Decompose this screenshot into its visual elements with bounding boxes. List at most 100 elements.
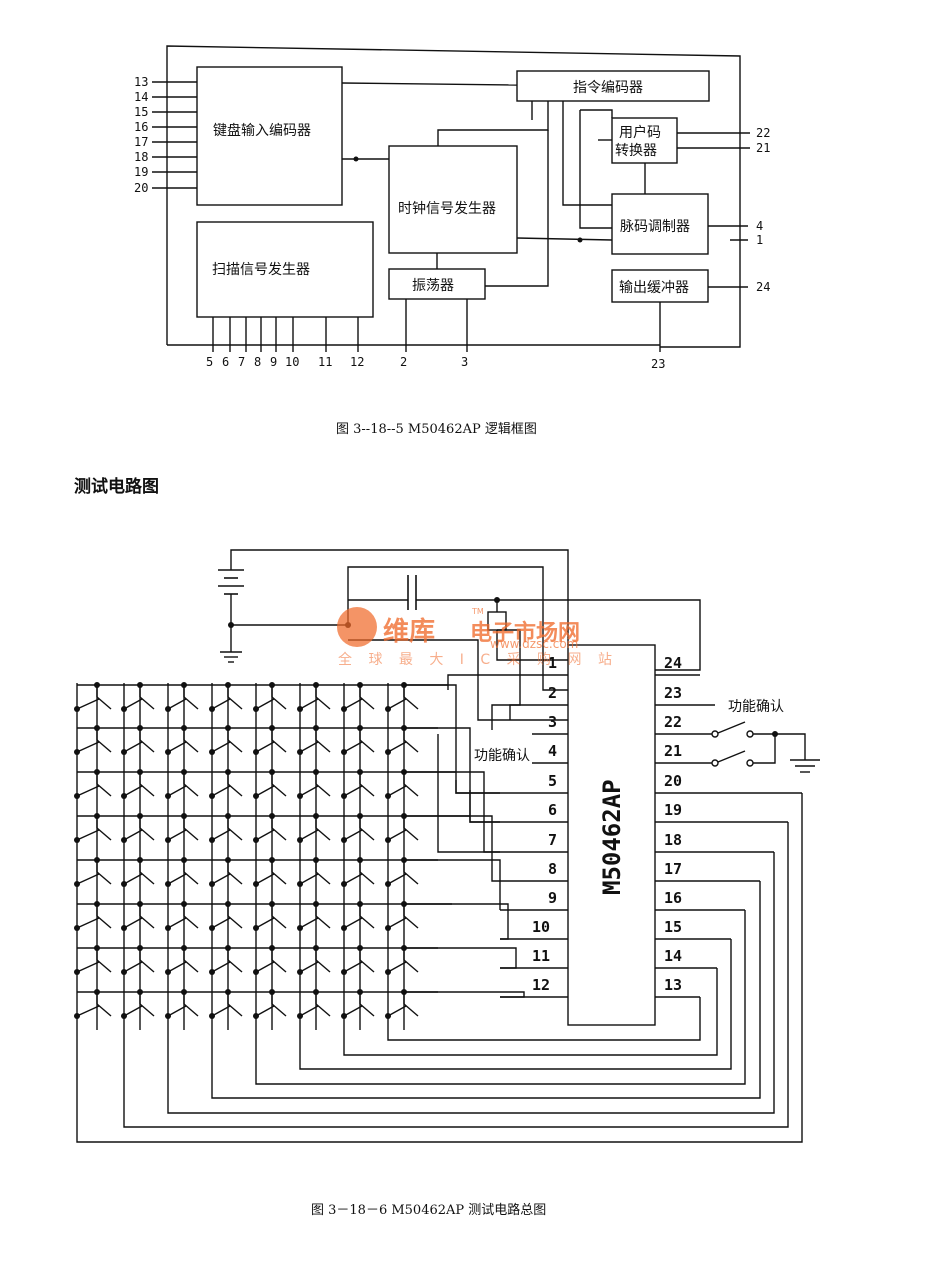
key-switch	[315, 696, 331, 710]
keyboard-encoder-block: 键盘输入编码器	[196, 66, 343, 206]
instruction-encoder-block: 指令编码器	[516, 70, 710, 102]
switch-contact	[123, 917, 143, 929]
switch-contact	[299, 829, 319, 841]
row-route	[438, 727, 500, 823]
switch-contact	[167, 961, 187, 973]
right-pin-21: 21	[756, 141, 770, 155]
key-switch	[315, 871, 331, 885]
chip-pin-24: 24	[664, 654, 682, 672]
chip-left-pin-labels: 1 2 3 4 5 6 7 8 9 10 11 12	[532, 654, 557, 994]
kb-pin-14: 14	[134, 90, 148, 104]
switch-contact	[167, 698, 187, 710]
switch-contact	[76, 917, 100, 929]
chip-pin-21: 21	[664, 742, 682, 760]
oscillator-block: 振荡器	[388, 268, 486, 300]
chip-pin-20: 20	[664, 772, 682, 790]
switch-contact	[255, 1005, 275, 1017]
key-switch	[359, 739, 375, 753]
m50462ap-chip: M50462AP	[567, 644, 656, 1026]
key-switch	[227, 871, 243, 885]
clock-generator-label: 时钟信号发生器	[398, 200, 496, 217]
switch-contact	[255, 785, 275, 797]
key-switch	[315, 783, 331, 797]
switch-contact	[255, 961, 275, 973]
keyboard-encoder-label: 键盘输入编码器	[213, 122, 311, 139]
key-switch	[96, 739, 112, 753]
key-switch	[403, 696, 419, 710]
key-switch	[227, 783, 243, 797]
logic-block-diagram: 键盘输入编码器 指令编码器 用户码 转换器 时钟信号发生器 脉码调制器 扫描信号…	[134, 45, 770, 437]
figure-caption-2: 图 3－18－6 M50462AP 测试电路总图	[311, 1202, 546, 1218]
chip-pin-9: 9	[548, 889, 557, 907]
switch-contact	[343, 785, 363, 797]
oscillator-network	[345, 566, 701, 721]
key-switch	[227, 739, 243, 753]
key-switch	[183, 696, 199, 710]
row-route	[438, 947, 517, 969]
key-switch	[271, 739, 287, 753]
key-switch	[139, 739, 155, 753]
switch-contact	[76, 961, 100, 973]
chip-pin-22: 22	[664, 713, 682, 731]
keyboard-matrix	[74, 682, 525, 1030]
key-switch	[315, 1003, 331, 1017]
chip-pin-13: 13	[664, 976, 682, 994]
chip-pin-11: 11	[532, 947, 550, 965]
key-switch	[183, 783, 199, 797]
switch-contact	[76, 698, 100, 710]
key-switch	[271, 871, 287, 885]
switch-contact	[211, 829, 231, 841]
key-switch	[403, 827, 419, 841]
right-pin-1: 1	[756, 233, 763, 247]
function-confirm-switches: 功能确认	[711, 699, 820, 773]
key-switch	[96, 827, 112, 841]
switch-contact	[387, 873, 407, 885]
user-code-label-2: 转换器	[615, 142, 657, 159]
switch-contact	[299, 961, 319, 973]
switch-contact	[76, 741, 100, 753]
row-route	[438, 815, 500, 882]
keyboard-input-lines	[152, 81, 197, 189]
battery-symbol	[218, 549, 569, 663]
switch-contact	[343, 1005, 363, 1017]
right-pin-4: 4	[756, 219, 763, 233]
switch-contact	[343, 829, 363, 841]
switch-contact	[255, 873, 275, 885]
bottom-pin-12: 12	[350, 355, 364, 369]
watermark-url: www.dzsc.com	[490, 637, 578, 651]
key-switch	[403, 959, 419, 973]
switch-contact	[387, 785, 407, 797]
switch-contact	[167, 917, 187, 929]
key-switch	[403, 783, 419, 797]
figure-caption-1: 图 3--18--5 M50462AP 逻辑框图	[336, 422, 537, 437]
switch-contact	[211, 961, 231, 973]
key-switch	[139, 915, 155, 929]
key-switch	[96, 696, 112, 710]
switch-contact	[123, 698, 143, 710]
keyboard-pin-labels: 13 14 15 16 17 18 19 20	[134, 75, 148, 195]
chip-pin-2: 2	[548, 684, 557, 702]
kb-pin-17: 17	[134, 135, 148, 149]
switch-contact	[123, 961, 143, 973]
pulse-modulator-label: 脉码调制器	[620, 219, 690, 235]
switch-contact	[211, 917, 231, 929]
oscillator-label: 振荡器	[412, 278, 454, 294]
key-switch	[359, 871, 375, 885]
function-confirm-label-left: 功能确认	[474, 748, 530, 764]
chip-pin-17: 17	[664, 860, 682, 878]
switch-contact	[343, 698, 363, 710]
key-switch	[139, 871, 155, 885]
key-switch	[359, 915, 375, 929]
chip-pin-14: 14	[664, 947, 682, 965]
key-switch	[271, 696, 287, 710]
key-switch	[403, 871, 419, 885]
key-switch	[315, 827, 331, 841]
row-bus-lines	[437, 674, 532, 853]
switch-contact	[167, 741, 187, 753]
chip-pin-3: 3	[548, 713, 557, 731]
switch-contact	[387, 829, 407, 841]
key-switch	[227, 1003, 243, 1017]
key-switch	[139, 1003, 155, 1017]
function-confirm-label-right: 功能确认	[728, 699, 784, 715]
